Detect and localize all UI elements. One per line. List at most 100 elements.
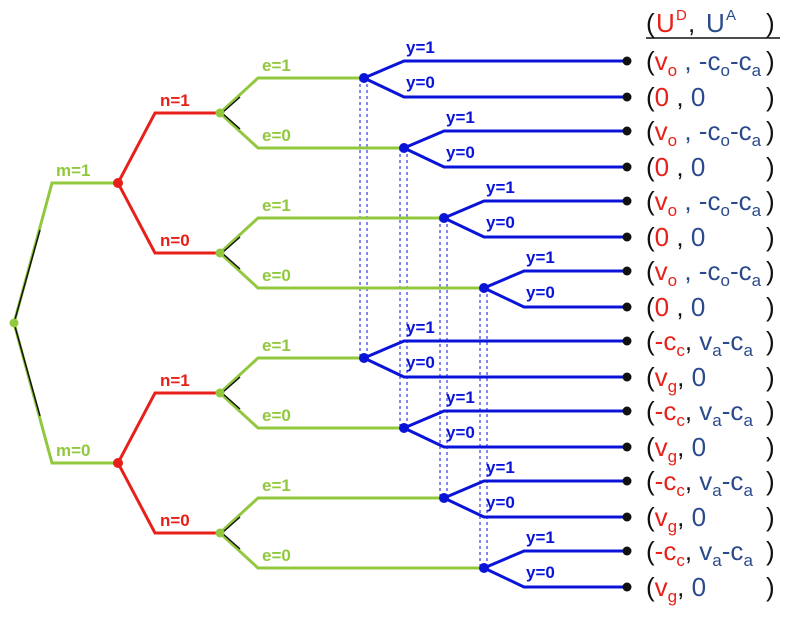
payoff-paren: ( <box>646 362 655 392</box>
payoff-minus-c: -c <box>655 466 677 496</box>
payoff-row: (-cc, va-ca <box>646 466 753 500</box>
header-attacker-utility: U <box>706 8 725 38</box>
payoff-zero: 0 <box>655 152 669 182</box>
payoff-sub-a: a <box>743 551 753 570</box>
payoff-v: v <box>655 572 668 602</box>
e1-label: e=1 <box>262 336 291 355</box>
payoff-comma: , <box>685 536 699 566</box>
payoff-paren: ( <box>646 292 655 322</box>
payoff-minus-c: -c <box>655 396 677 426</box>
payoff-comma: , <box>669 82 691 112</box>
payoff-close-paren: ) <box>766 396 775 426</box>
payoff-v: v <box>655 502 668 532</box>
payoff-sub-a: a <box>752 271 762 290</box>
payoff-sub-o: o <box>720 61 729 80</box>
payoff-sub-o: o <box>720 201 729 220</box>
payoff-row: (0 , 0 <box>646 292 705 322</box>
payoff-v: v <box>655 432 668 462</box>
payoff-v: v <box>655 256 668 286</box>
e0-label: e=0 <box>262 546 291 565</box>
payoff-row: (vg, 0 <box>646 502 706 536</box>
payoff-zero: 0 <box>691 152 705 182</box>
payoff-sub-o: o <box>720 131 729 150</box>
payoff-minus-c: , -c <box>677 186 720 216</box>
y-decision-nodes <box>359 73 489 573</box>
payoff-sub-g: g <box>668 517 677 536</box>
payoff-minus-c: , -c <box>677 256 720 286</box>
root-node <box>9 318 19 328</box>
payoff-minus-c: -c <box>722 536 744 566</box>
payoff-comma: , <box>685 326 699 356</box>
payoff-close-paren: ) <box>766 152 775 182</box>
payoff-sub-g: g <box>668 447 677 466</box>
header-close-paren: ) <box>766 8 775 38</box>
payoff-close-paren: ) <box>766 326 775 356</box>
payoff-comma: , <box>669 292 691 322</box>
payoff-paren: ( <box>646 572 655 602</box>
payoff-v: v <box>699 396 712 426</box>
payoff-minus-c: -c <box>730 46 752 76</box>
payoff-minus-c: , -c <box>677 46 720 76</box>
y1-label: y=1 <box>486 458 515 477</box>
y0-label: y=0 <box>526 283 555 302</box>
payoff-row: (vo , -co-ca <box>646 116 762 150</box>
payoff-row: (vo , -co-ca <box>646 186 762 220</box>
e0-label: e=0 <box>262 126 291 145</box>
m-branch-shadow <box>13 229 41 324</box>
payoff-row: (-cc, va-ca <box>646 326 753 360</box>
payoff-comma: , <box>677 362 691 392</box>
payoff-paren: ( <box>646 222 655 252</box>
payoff-minus-c: -c <box>730 116 752 146</box>
payoff-comma: , <box>669 152 691 182</box>
payoff-header: ( U D , U A ) <box>646 7 780 39</box>
y0-label: y=0 <box>406 73 435 92</box>
payoff-close-paren: ) <box>766 572 775 602</box>
payoff-close-paren: ) <box>766 362 775 392</box>
payoff-paren: ( <box>646 46 655 76</box>
payoff-comma: , <box>669 222 691 252</box>
y1-label: y=1 <box>406 38 435 57</box>
payoff-v: v <box>655 46 668 76</box>
payoff-close-paren: ) <box>766 502 775 532</box>
e0-branch <box>218 391 404 430</box>
y1-label: y=1 <box>446 388 475 407</box>
e1-branch <box>218 496 444 535</box>
payoff-row: (vo , -co-ca <box>646 46 762 80</box>
payoff-sub-c: c <box>676 551 685 570</box>
payoff-sub-a: a <box>752 61 762 80</box>
payoff-sub-o: o <box>720 271 729 290</box>
header-separator: , <box>688 8 695 38</box>
payoff-v: v <box>655 186 668 216</box>
payoff-row: (0 , 0 <box>646 82 705 112</box>
payoff-paren: ( <box>646 256 655 286</box>
y1-label: y=1 <box>406 318 435 337</box>
payoff-paren: ( <box>646 536 655 566</box>
payoff-comma: , <box>677 572 691 602</box>
payoff-paren: ( <box>646 502 655 532</box>
payoff-v: v <box>699 326 712 356</box>
payoff-sub-c: c <box>676 481 685 500</box>
y1-label: y=1 <box>446 108 475 127</box>
header-open-paren: ( <box>646 8 655 38</box>
payoff-minus-c: -c <box>722 326 744 356</box>
payoff-sub-a: a <box>712 481 722 500</box>
n0-branch <box>116 462 220 535</box>
payoff-zero: 0 <box>691 222 705 252</box>
payoff-minus-c: -c <box>722 396 744 426</box>
payoff-sub-g: g <box>668 587 677 606</box>
payoff-sub-g: g <box>668 377 677 396</box>
payoff-row: (vo , -co-ca <box>646 256 762 290</box>
payoff-minus-c: -c <box>655 536 677 566</box>
payoff-minus-c: -c <box>730 186 752 216</box>
payoff-comma: , <box>677 502 691 532</box>
payoff-close-paren: ) <box>766 432 775 462</box>
e-decision-nodes <box>215 108 225 538</box>
payoff-paren: ( <box>646 326 655 356</box>
payoff-minus-c: -c <box>722 466 744 496</box>
e0-branch <box>218 251 484 290</box>
payoff-minus-c: -c <box>655 326 677 356</box>
payoff-zero: 0 <box>691 292 705 322</box>
payoff-zero: 0 <box>692 432 706 462</box>
payoff-sub-a: a <box>752 201 762 220</box>
